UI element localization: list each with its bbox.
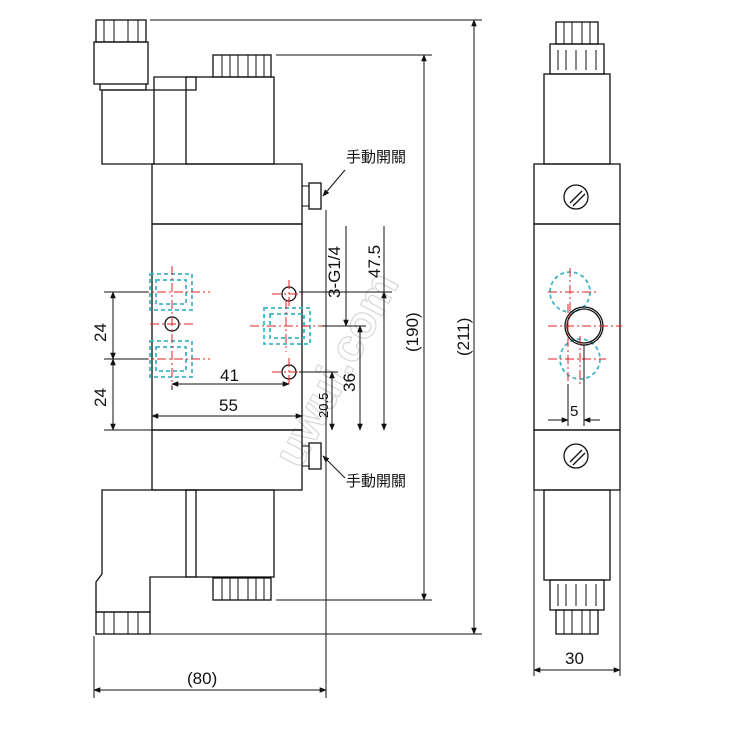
dim-24-bottom-label: 24 [91, 388, 110, 407]
top-fitting [212, 54, 272, 78]
manual-override-bottom [308, 442, 322, 470]
side-view: 5 30 [533, 21, 622, 676]
side-lower-block [533, 429, 621, 491]
side-top-coil [543, 73, 611, 165]
front-view: 手動開關 手動開關 3-G1/4 47.5 (190) (211) 24 24 … [91, 19, 482, 698]
dim-211-label: (211) [454, 318, 473, 356]
manual-switch-label-top: 手動開關 [346, 149, 406, 166]
dim-80-label: (80) [187, 669, 217, 688]
side-manual-screw-top [563, 184, 589, 210]
bottom-fitting [212, 577, 272, 601]
front-dimensions [93, 19, 482, 698]
dim-190-label: (190) [403, 312, 422, 352]
side-bottom-connector [549, 579, 605, 635]
manual-override-top [308, 182, 322, 210]
side-body [533, 223, 621, 431]
side-bottom-coil [543, 489, 611, 581]
port-spec-label: 3-G1/4 [325, 246, 344, 298]
bottom-coil-housing [95, 489, 197, 613]
side-ports [548, 268, 622, 386]
dim-55-label: 55 [219, 396, 238, 415]
dim-47-5-label: 47.5 [365, 245, 384, 278]
manual-switch-label-bottom: 手動開關 [346, 473, 406, 490]
dim-5-label: 5 [570, 403, 578, 420]
side-upper-block [533, 163, 621, 225]
dim-20-5-label: 20.5 [316, 393, 331, 418]
top-coil [185, 76, 275, 165]
top-coil-housing [101, 76, 197, 165]
dim-24-top-label: 24 [91, 323, 110, 342]
dim-30-label: 30 [565, 649, 584, 668]
upper-pilot-block [151, 163, 303, 225]
front-centerlines [140, 266, 322, 386]
side-top-connector [549, 21, 605, 75]
dim-41-label: 41 [220, 366, 239, 385]
bottom-coil [185, 489, 275, 578]
bottom-connector [95, 611, 151, 635]
top-connector [93, 19, 149, 91]
dim-36-label: 36 [340, 373, 359, 392]
side-manual-screw-bottom [563, 443, 589, 469]
